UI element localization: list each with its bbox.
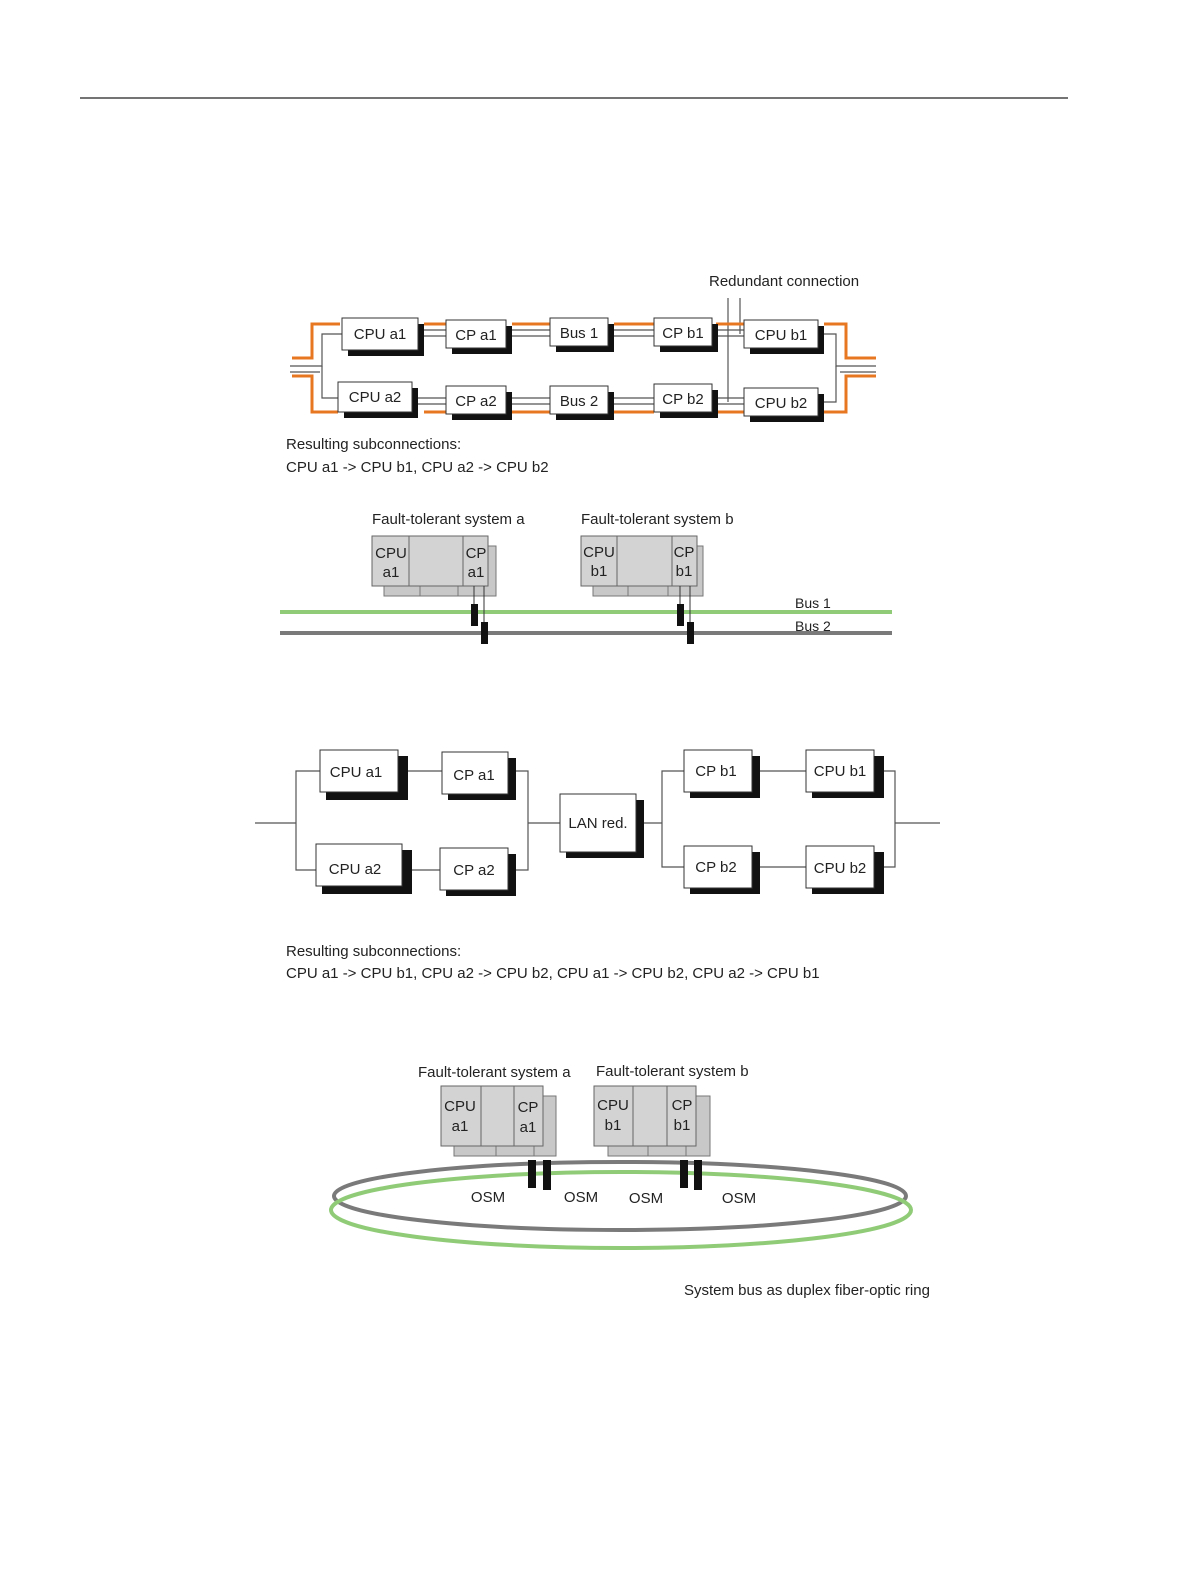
d3-box-cp-a1: CP a1: [441, 751, 516, 800]
d3-label-cpu-a2: CPU a2: [329, 861, 382, 878]
d3-label-cp-b1: CP b1: [695, 763, 736, 780]
d4-osm-connector-1: [528, 1160, 536, 1188]
d3-label-lan: LAN red.: [568, 815, 627, 832]
d1-box-cp-a2: CP a2: [445, 385, 512, 420]
d1-box-bus1: Bus 1: [549, 317, 614, 352]
d1-box-bus2: Bus 2: [549, 385, 614, 420]
d1-orange-paths: [292, 322, 876, 414]
d1-caption-text: CPU a1 -> CPU b1, CPU a2 -> CPU b2: [286, 459, 549, 476]
d3-wires: [255, 770, 940, 871]
d4-system-a-label: Fault-tolerant system a: [418, 1064, 571, 1081]
d3-label-cp-b2: CP b2: [695, 859, 736, 876]
d1-box-cp-b1: CP b1: [653, 317, 718, 352]
d2-connector-a1: [471, 604, 478, 626]
d1-box-cp-a1: CP a1: [445, 319, 512, 354]
d4-ring-grey: [332, 1160, 908, 1232]
d1-label-cp-b1: CP b1: [662, 325, 703, 342]
d4-osm-label-4: OSM: [722, 1190, 756, 1207]
diagram-lan-redundant: CPU a1 CP a1 CPU a2 CP a2 LAN red. CP b1: [255, 749, 940, 982]
d2-b-cpu-line2: b1: [591, 563, 608, 580]
d3-label-cpu-b1: CPU b1: [814, 763, 867, 780]
d3-box-cp-a2: CP a2: [439, 847, 516, 896]
d1-box-cpu-b1: CPU b1: [743, 319, 824, 354]
d2-system-a-rack: CPU a1 CP a1: [371, 535, 497, 597]
d1-label-cp-a2: CP a2: [455, 393, 496, 410]
d2-system-a-label: Fault-tolerant system a: [372, 511, 525, 528]
d4-osm-label-2: OSM: [564, 1189, 598, 1206]
d4-system-a-rack: CPU a1 CP a1: [440, 1085, 557, 1157]
d1-box-cp-b2: CP b2: [653, 383, 718, 418]
d2-b-cpu-line1: CPU: [583, 544, 615, 561]
d4-osm-connector-2: [543, 1160, 551, 1190]
d1-label-cpu-b2: CPU b2: [755, 395, 808, 412]
d2-bus2-label: Bus 2: [795, 618, 831, 634]
d2-connector-b1: [677, 604, 684, 626]
d1-redundant-label: Redundant connection: [709, 273, 859, 290]
d3-box-lan: LAN red.: [559, 793, 644, 858]
d3-label-cp-a1: CP a1: [453, 767, 494, 784]
diagram-two-buses: Fault-tolerant system a Fault-tolerant s…: [280, 511, 892, 644]
d1-label-cpu-b1: CPU b1: [755, 327, 808, 344]
d2-a-cp-line2: a1: [468, 564, 485, 581]
d3-box-cpu-b2: CPU b2: [805, 845, 884, 894]
d3-caption-text: CPU a1 -> CPU b1, CPU a2 -> CPU b2, CPU …: [286, 965, 820, 982]
d2-connectors: [471, 586, 694, 644]
d2-a-cpu-line1: CPU: [375, 545, 407, 562]
d4-a-cpu-line2: a1: [452, 1118, 469, 1135]
d4-a-cpu-line1: CPU: [444, 1098, 476, 1115]
d2-connector-b2: [687, 622, 694, 644]
d1-caption-title: Resulting subconnections:: [286, 436, 461, 453]
d4-system-b-rack: CPU b1 CP b1: [593, 1085, 711, 1157]
d2-bus1-label: Bus 1: [795, 595, 831, 611]
d2-a-cpu-line2: a1: [383, 564, 400, 581]
d1-label-cpu-a2: CPU a2: [349, 389, 402, 406]
d4-b-cpu-line2: b1: [605, 1117, 622, 1134]
d4-osm-connector-4: [694, 1160, 702, 1190]
d1-label-bus1: Bus 1: [560, 325, 598, 342]
d4-system-b-label: Fault-tolerant system b: [596, 1063, 749, 1080]
d4-b-cp-line1: CP: [672, 1097, 693, 1114]
d3-label-cpu-b2: CPU b2: [814, 860, 867, 877]
d1-label-bus2: Bus 2: [560, 393, 598, 410]
d4-osm-connector-3: [680, 1160, 688, 1188]
d3-box-cp-b2: CP b2: [683, 845, 760, 894]
d3-label-cpu-a1: CPU a1: [330, 764, 383, 781]
d1-box-cpu-a1: CPU a1: [341, 317, 424, 356]
d2-a-cp-line1: CP: [466, 545, 487, 562]
d3-box-cpu-a1: CPU a1: [319, 749, 408, 800]
d3-box-cp-b1: CP b1: [683, 749, 760, 798]
d1-label-cpu-a1: CPU a1: [354, 326, 407, 343]
d1-box-cpu-b2: CPU b2: [743, 387, 824, 422]
d2-system-b-rack: CPU b1 CP b1: [580, 535, 704, 597]
d2-connector-a2: [481, 622, 488, 644]
d4-b-cpu-line1: CPU: [597, 1097, 629, 1114]
diagram-redundant-connection: CPU a1 CP a1 Bus 1 CP b1 CPU b1 CPU a2: [286, 273, 876, 476]
d4-caption: System bus as duplex fiber-optic ring: [684, 1282, 930, 1299]
d4-osm-label-3: OSM: [629, 1190, 663, 1207]
d1-box-cpu-a2: CPU a2: [337, 381, 418, 418]
d4-osm-label-1: OSM: [471, 1189, 505, 1206]
d4-ring-green: [329, 1170, 913, 1250]
d2-b-cp-line1: CP: [674, 544, 695, 561]
d4-b-cp-line2: b1: [674, 1117, 691, 1134]
d2-system-b-label: Fault-tolerant system b: [581, 511, 734, 528]
d4-a-cp-line1: CP: [518, 1099, 539, 1116]
d1-label-cp-b2: CP b2: [662, 391, 703, 408]
d4-a-cp-line2: a1: [520, 1119, 537, 1136]
d3-label-cp-a2: CP a2: [453, 862, 494, 879]
diagram-fiber-ring: Fault-tolerant system a Fault-tolerant s…: [329, 1063, 930, 1299]
d2-b-cp-line2: b1: [676, 563, 693, 580]
d4-osm-connectors: [528, 1160, 702, 1190]
d1-label-cp-a1: CP a1: [455, 327, 496, 344]
d3-box-cpu-b1: CPU b1: [805, 749, 884, 798]
d3-box-cpu-a2: CPU a2: [315, 843, 412, 894]
d3-caption-title: Resulting subconnections:: [286, 943, 461, 960]
